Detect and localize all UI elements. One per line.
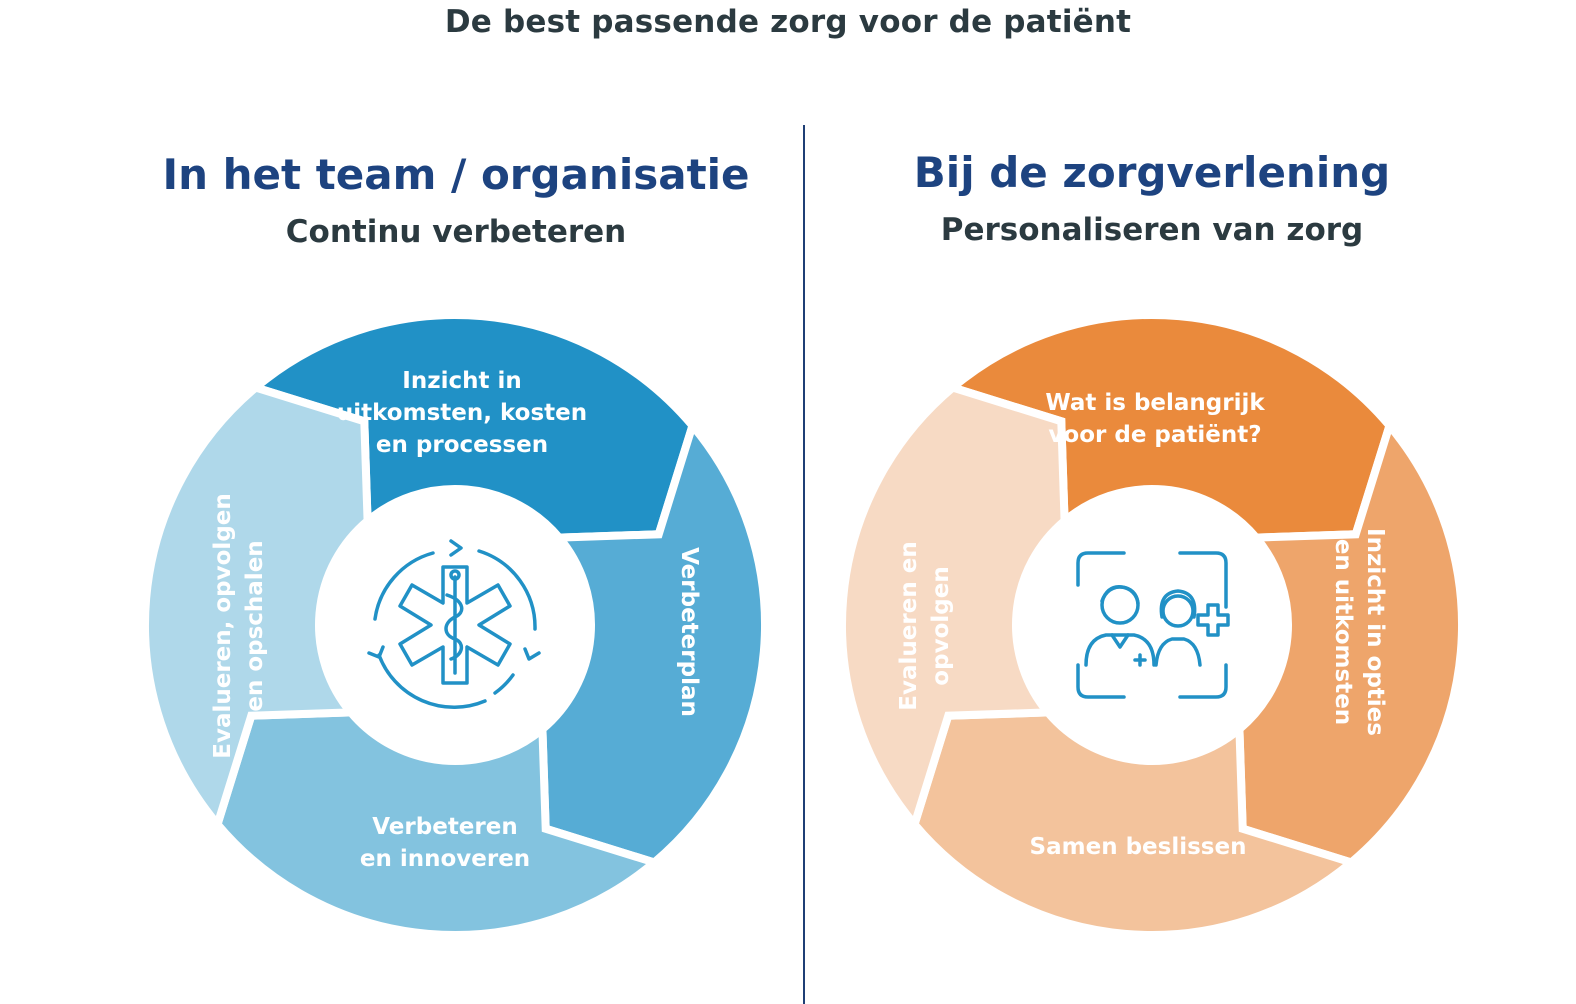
right-segment-label-line: voor de patiënt?: [1048, 422, 1261, 448]
doctor-patient-plus-icon: [1076, 551, 1230, 699]
left-segment-label-line: en opschalen: [242, 540, 268, 711]
right-segment-label-line: Evalueren en: [896, 541, 922, 710]
right-center-disc: [1016, 489, 1288, 761]
left-segment-label-line: uitkomsten, kosten: [337, 400, 587, 426]
left-segment-label-line: en innoveren: [360, 846, 530, 872]
page-title: De best passende zorg voor de patiënt: [444, 4, 1132, 40]
right-segment-label-line: Inzicht in opties: [1362, 528, 1388, 736]
left-panel-heading: In het team / organisatie: [162, 150, 750, 199]
medical-star-of-life-cycle-icon: [367, 539, 541, 709]
right-panel-subheading: Personaliseren van zorg: [940, 212, 1364, 248]
right-segment-label-2: Inzicht in optiesen uitkomsten: [1330, 528, 1388, 736]
panel-divider: [803, 125, 805, 1004]
right-segment-label-line: Wat is belangrijk: [1045, 390, 1265, 416]
left-segment-label-2: Verbeterplan: [676, 547, 702, 717]
left-segment-label-line: Inzicht in: [402, 368, 521, 394]
right-panel-heading: Bij de zorgverlening: [913, 148, 1391, 197]
left-segment-label-line: Verbeteren: [372, 814, 517, 840]
right-cycle-diagram: Wat is belangrijk voor de patiënt? Inzicht…: [838, 311, 1466, 939]
right-segment-label-line: Samen beslissen: [1030, 834, 1247, 860]
left-segment-label-line: en processen: [376, 432, 548, 458]
right-segment-label-1: Wat is belangrijk voor de patiënt?: [1045, 390, 1265, 448]
left-segment-label-1: Inzicht in uitkomsten, kosten en processen: [337, 368, 587, 458]
right-segment-label-3: Samen beslissen: [1030, 834, 1247, 860]
left-panel-subheading: Continu verbeteren: [285, 214, 627, 250]
left-segment-label-line: Verbeterplan: [676, 547, 702, 717]
right-segment-label-line: opvolgen: [928, 566, 954, 685]
left-segment-label-line: Evalueren, opvolgen: [210, 493, 236, 759]
left-segment-label-3: Verbeteren en innoveren: [360, 814, 530, 872]
right-segment-label-line: en uitkomsten: [1330, 539, 1356, 725]
